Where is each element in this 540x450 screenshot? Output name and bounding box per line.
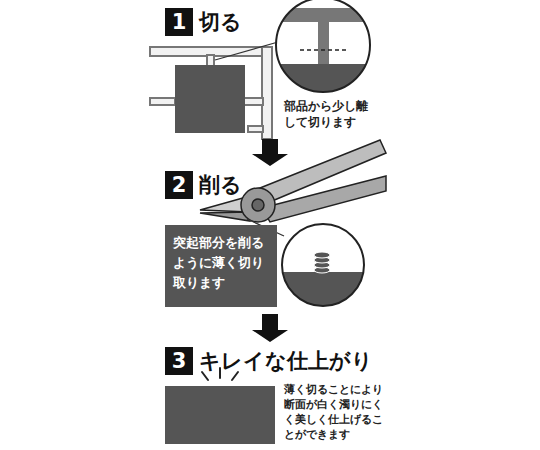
step-number: 3	[165, 347, 193, 375]
zoom-circle	[280, 220, 370, 312]
note-box: 突起部分を削るように薄く切り取ります	[165, 225, 277, 307]
step-title: 切る	[199, 7, 242, 37]
step-region: 2削る突起部分を削るように薄く切り取ります	[160, 168, 382, 312]
leader-line	[215, 42, 278, 60]
step-number: 1	[165, 8, 193, 36]
nipper	[200, 140, 386, 222]
part	[175, 65, 245, 133]
flow-arrow	[252, 139, 288, 166]
step-heading: 2削る	[165, 170, 382, 200]
step-heading: 3キレイな仕上がり	[165, 346, 382, 376]
flow-arrow	[252, 314, 288, 342]
finished-part	[165, 386, 275, 444]
step-title: 削る	[199, 170, 242, 200]
step-heading: 1切る	[165, 7, 382, 37]
zoom-circle	[270, 0, 380, 99]
step-title: キレイな仕上がり	[199, 346, 373, 376]
note-text: 突起部分を削るように薄く切り取ります	[173, 233, 269, 293]
annotation: 部品から少し離して切ります	[284, 98, 376, 130]
sprue-frame	[150, 47, 272, 139]
annotation: 薄く切ることにより断面が白く濁りにくく美しく仕上げることができます	[284, 382, 388, 442]
step-number: 2	[165, 171, 193, 199]
